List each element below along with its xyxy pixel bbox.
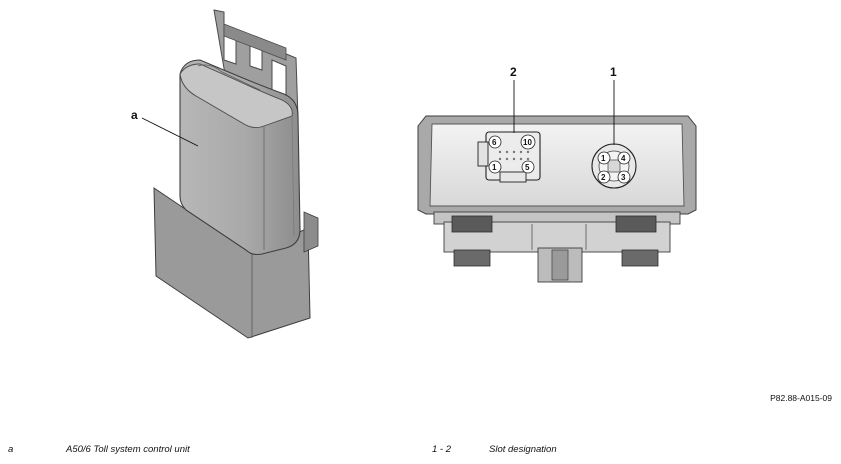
legend-key-slots: 1 - 2 <box>432 444 452 455</box>
pin-label: 3 <box>621 173 626 182</box>
control-unit-housing <box>153 9 319 339</box>
legend-key-a: a <box>8 444 14 455</box>
connector-slot-1: 1 4 2 3 <box>591 143 637 189</box>
connector-face-view: 6 10 1 5 1 4 2 3 <box>417 115 697 283</box>
pin-label: 5 <box>525 163 530 172</box>
pin-label: 10 <box>523 138 532 147</box>
connector-slot-2: 6 10 1 5 <box>477 131 541 183</box>
legend-text-a: A50/6 Toll system control unit <box>66 444 190 455</box>
figure-reference-id: P82.88-A015-09 <box>770 393 832 403</box>
callout-2: 2 <box>510 65 517 133</box>
callout-1-label: 1 <box>610 65 617 79</box>
legend-text-slots: Slot designation <box>489 444 557 455</box>
callout-2-label: 2 <box>510 65 517 79</box>
pin-label: 4 <box>621 154 626 163</box>
callout-1: 1 <box>610 65 617 145</box>
pin-label: 1 <box>601 154 606 163</box>
pin-label: 6 <box>492 138 497 147</box>
callout-a: a <box>131 108 199 147</box>
callout-a-label: a <box>131 108 138 122</box>
pin-label: 2 <box>601 173 606 182</box>
pin-label: 1 <box>492 163 497 172</box>
pin-grid <box>498 150 530 161</box>
unit-front-face <box>429 123 685 207</box>
